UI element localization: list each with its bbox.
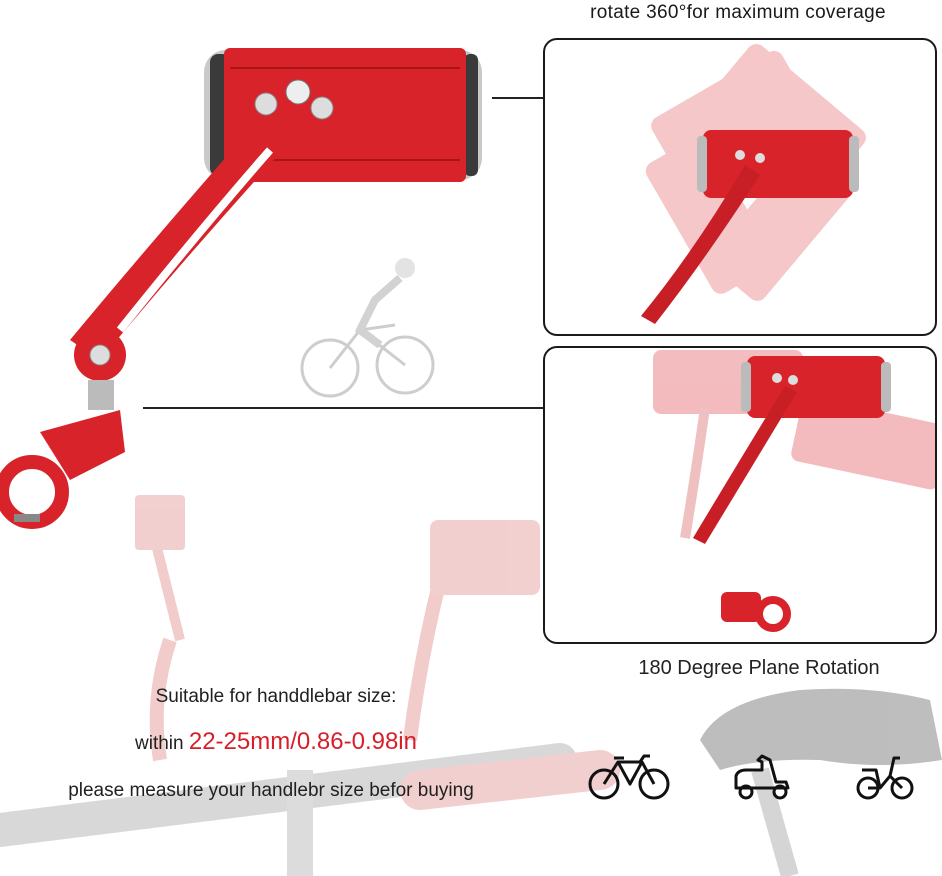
fit-size-range: 22-25mm/0.86-0.98in	[188, 728, 417, 755]
handlebar-clamp	[0, 410, 125, 529]
plane-rotation-illustration	[653, 350, 935, 632]
mirror-product	[0, 48, 482, 529]
handlebar-shape	[0, 495, 620, 876]
mirror-center-2	[693, 356, 891, 632]
rotate-360-illustration	[641, 44, 866, 324]
fit-line-2-prefix: within	[135, 733, 189, 754]
rotate-360-panel	[543, 38, 937, 336]
mirror-center	[641, 130, 859, 324]
fit-line-1: Suitable for handdlebar size:	[155, 686, 397, 707]
fit-line-2: within 22-25mm/0.86-0.98in	[0, 728, 552, 756]
rotate-caption: rotate 360°for maximum coverage	[590, 2, 886, 23]
bicycle-icon	[588, 754, 670, 800]
plane-rotation-caption: 180 Degree Plane Rotation	[638, 657, 880, 679]
cyclist-figure	[300, 258, 435, 398]
scooter-icon	[734, 754, 790, 800]
fit-line-3: please measure your handlebr size befor …	[68, 780, 474, 801]
leader-line-top	[492, 97, 544, 99]
leader-line-bottom	[143, 407, 544, 409]
mirror-arm	[70, 100, 310, 410]
moped-icon	[856, 756, 914, 800]
plane-rotation-panel	[543, 346, 937, 644]
